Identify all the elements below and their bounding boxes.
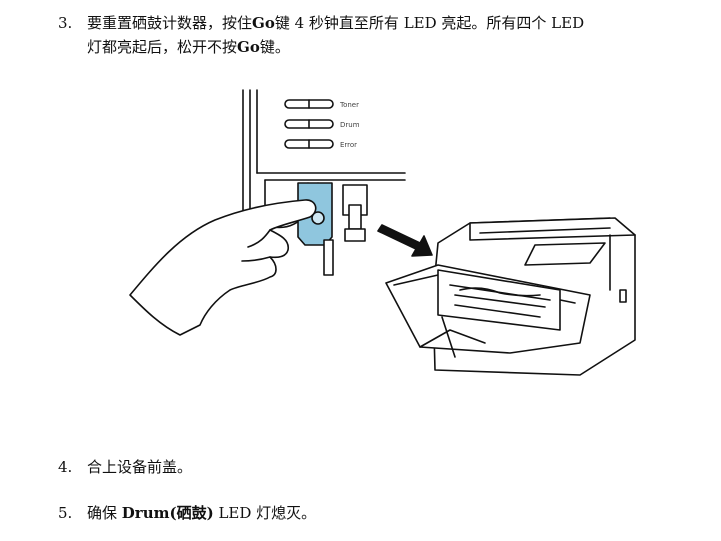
reset-drum-illustration: Toner Drum Error: [129, 89, 636, 376]
step-text: 确保 Drum(硒鼓) LED 灯熄灭。: [87, 500, 316, 527]
step-text-line-1: 要重置硒鼓计数器，按住Go键 4 秒钟直至所有 LED 亮起。所有四个 LED: [87, 10, 584, 37]
led-label-error: Error: [340, 141, 357, 149]
step-number: 5.: [58, 504, 73, 522]
led-toner: [284, 99, 334, 109]
go-key-label: Go: [252, 14, 275, 32]
text-segment: 确保: [87, 504, 118, 522]
text-segment: LED 灯熄灭。: [218, 504, 317, 522]
led-drum: [284, 119, 334, 129]
step-number: 3.: [58, 14, 73, 32]
arrow-icon: [377, 224, 433, 257]
led-label-toner: Toner: [339, 101, 359, 109]
step-text-line-2: 灯都亮起后，松开不按Go键。: [87, 34, 290, 61]
text-segment: 要重置硒鼓计数器，按住: [87, 14, 253, 32]
led-label-drum: Drum: [340, 121, 360, 129]
drum-label: Drum(硒鼓): [121, 504, 214, 522]
led-error: [284, 139, 334, 149]
text-segment: 灯都亮起后，松开不按: [87, 38, 238, 56]
text-segment: 键 4 秒钟直至所有 LED 亮起。所有四个 LED: [274, 14, 585, 32]
text-segment: 键。: [259, 38, 290, 56]
panel-button: [342, 184, 368, 242]
printer-illustration: [385, 217, 636, 376]
go-key-label: Go: [237, 38, 260, 56]
go-button: [297, 182, 334, 276]
step-text: 合上设备前盖。: [87, 458, 193, 476]
step-3: 3. 要重置硒鼓计数器，按住Go键 4 秒钟直至所有 LED 亮起。所有四个 L…: [58, 10, 708, 66]
hand-illustration: [129, 199, 317, 336]
step-number: 4.: [58, 458, 73, 476]
